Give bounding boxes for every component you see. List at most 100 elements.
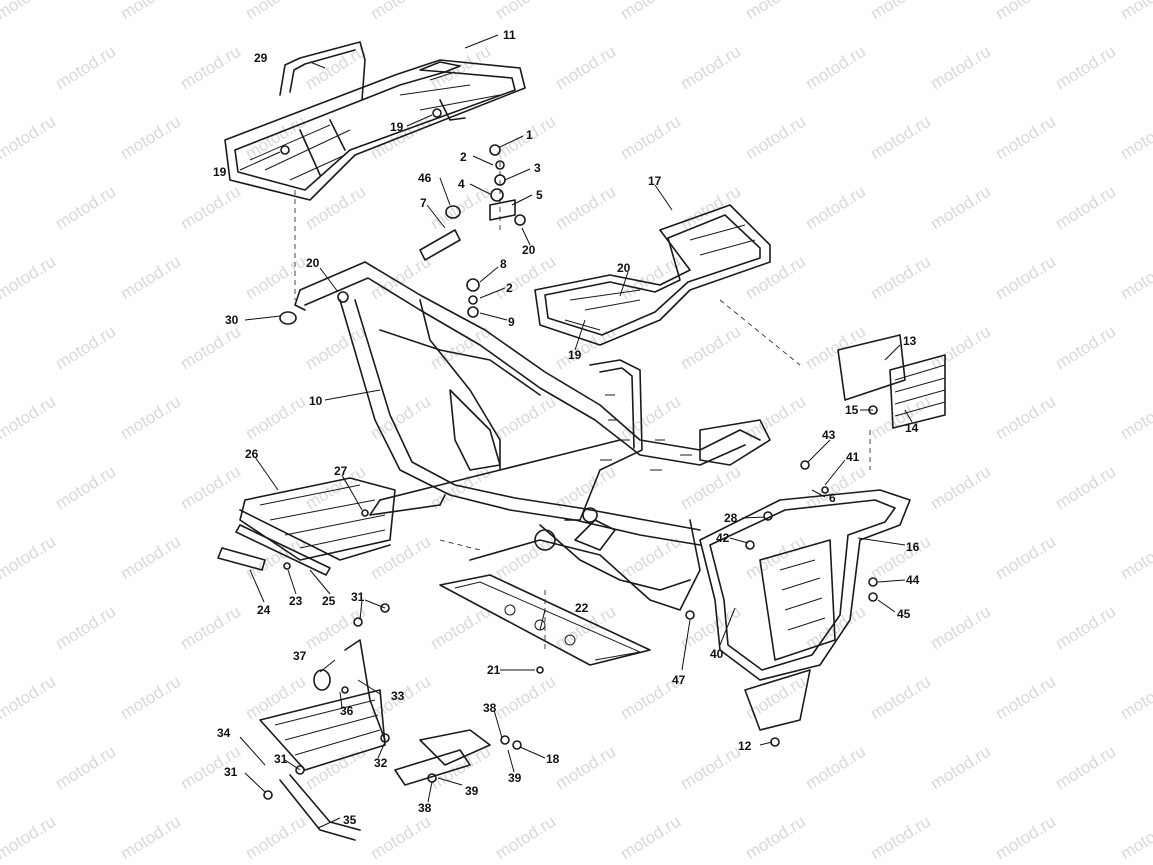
- watermark-text: motod.ru: [0, 112, 59, 164]
- watermark-text: motod.ru: [52, 322, 119, 374]
- watermark-text: motod.ru: [802, 462, 869, 514]
- watermark-text: motod.ru: [802, 742, 869, 794]
- watermark-text: motod.ru: [677, 322, 744, 374]
- callout-17: 17: [648, 174, 662, 188]
- callout-31-c: 31: [224, 765, 238, 779]
- watermark-text: motod.ru: [802, 602, 869, 654]
- watermark-text: motod.ru: [117, 112, 184, 164]
- watermark-text: motod.ru: [677, 462, 744, 514]
- watermark-text: motod.ru: [177, 182, 244, 234]
- watermark-text: motod.ru: [992, 392, 1059, 444]
- callout-35: 35: [343, 813, 357, 827]
- watermark-text: motod.ru: [117, 0, 184, 23]
- left-footrest: [217, 477, 396, 576]
- callout-16: 16: [906, 540, 920, 554]
- callout-39-a: 39: [508, 771, 522, 785]
- callout-22: 22: [575, 601, 589, 615]
- watermark-text: motod.ru: [177, 322, 244, 374]
- watermark-text: motod.ru: [927, 742, 994, 794]
- watermark-text: motod.ru: [992, 812, 1059, 864]
- callout-45: 45: [897, 607, 911, 621]
- watermark-text: motod.ru: [742, 0, 809, 23]
- watermark-text: motod.ru: [117, 252, 184, 304]
- watermark-text: motod.ru: [0, 0, 59, 23]
- callout-1: 1: [526, 128, 533, 142]
- watermark-text: motod.ru: [117, 392, 184, 444]
- watermark-text: motod.ru: [617, 112, 684, 164]
- callout-38-b: 38: [418, 801, 432, 815]
- callout-18: 18: [546, 752, 560, 766]
- callout-20-c: 20: [617, 261, 631, 275]
- callout-11: 11: [503, 28, 516, 42]
- watermark-text: motod.ru: [52, 182, 119, 234]
- watermark-text: motod.ru: [927, 42, 994, 94]
- watermark-text: motod.ru: [742, 672, 809, 724]
- callout-27: 27: [334, 464, 348, 478]
- watermark-text: motod.ru: [992, 0, 1059, 23]
- watermark-text: motod.ru: [1052, 462, 1119, 514]
- right-floorboard: [439, 574, 651, 666]
- watermark-text: motod.ru: [0, 532, 59, 584]
- watermark-text: motod.ru: [242, 252, 309, 304]
- grille-panel: [837, 334, 946, 429]
- watermark-text: motod.ru: [302, 182, 369, 234]
- callout-38-a: 38: [483, 701, 497, 715]
- watermark-text: motod.ru: [1052, 182, 1119, 234]
- watermark-text: motod.ru: [1052, 742, 1119, 794]
- watermark-text: motod.ru: [427, 42, 494, 94]
- watermark-text: motod.ru: [1117, 0, 1153, 23]
- watermark-text: motod.ru: [617, 532, 684, 584]
- callout-46: 46: [418, 171, 432, 185]
- watermark-text: motod.ru: [1052, 322, 1119, 374]
- watermark-text: motod.ru: [177, 462, 244, 514]
- watermark-text: motod.ru: [242, 112, 309, 164]
- watermark-text: motod.ru: [927, 322, 994, 374]
- main-frame: [294, 261, 771, 611]
- watermark-text: motod.ru: [117, 812, 184, 864]
- watermark-text: motod.ru: [867, 672, 934, 724]
- callout-33: 33: [391, 689, 405, 703]
- watermark-text: motod.ru: [742, 252, 809, 304]
- leader-lines: [239, 34, 913, 829]
- watermark-text: motod.ru: [677, 182, 744, 234]
- brake-linkage: [259, 639, 491, 841]
- watermark-text: motod.ru: [117, 672, 184, 724]
- watermark-text: motod.ru: [802, 322, 869, 374]
- callout-19-a: 19: [390, 120, 404, 134]
- watermark-text: motod.ru: [492, 812, 559, 864]
- watermark-text: motod.ru: [0, 812, 59, 864]
- callout-6: 6: [829, 491, 836, 505]
- watermark-text: motod.ru: [52, 742, 119, 794]
- watermark-text: motod.ru: [367, 0, 434, 23]
- watermark-text: motod.ru: [867, 0, 934, 23]
- watermark-text: motod.ru: [992, 672, 1059, 724]
- watermark-text: motod.ru: [992, 252, 1059, 304]
- watermark-text: motod.ru: [177, 602, 244, 654]
- callout-20-a: 20: [522, 243, 536, 257]
- callout-10: 10: [309, 394, 323, 408]
- watermark-text: motod.ru: [617, 392, 684, 444]
- callout-42: 42: [716, 531, 730, 545]
- callout-15: 15: [845, 403, 859, 417]
- callout-26: 26: [245, 447, 259, 461]
- front-rack: [534, 204, 771, 346]
- watermark-text: motod.ru: [867, 812, 934, 864]
- callout-20-b: 20: [306, 256, 320, 270]
- watermark-text: motod.ru: [302, 42, 369, 94]
- callout-21: 21: [487, 663, 501, 677]
- watermark-text: motod.ru: [52, 42, 119, 94]
- callout-40: 40: [710, 647, 724, 661]
- watermark-text: motod.ru: [867, 112, 934, 164]
- watermark-text: motod.ru: [617, 812, 684, 864]
- watermark-text: motod.ru: [1117, 112, 1153, 164]
- watermark-text: motod.ru: [742, 812, 809, 864]
- callout-44: 44: [906, 573, 920, 587]
- callout-36: 36: [340, 704, 354, 718]
- watermark-text: motod.ru: [492, 0, 559, 23]
- callout-19-b: 19: [213, 165, 227, 179]
- watermark-text: motod.ru: [552, 742, 619, 794]
- watermark-text: motod.ru: [867, 252, 934, 304]
- watermark-text: motod.ru: [52, 462, 119, 514]
